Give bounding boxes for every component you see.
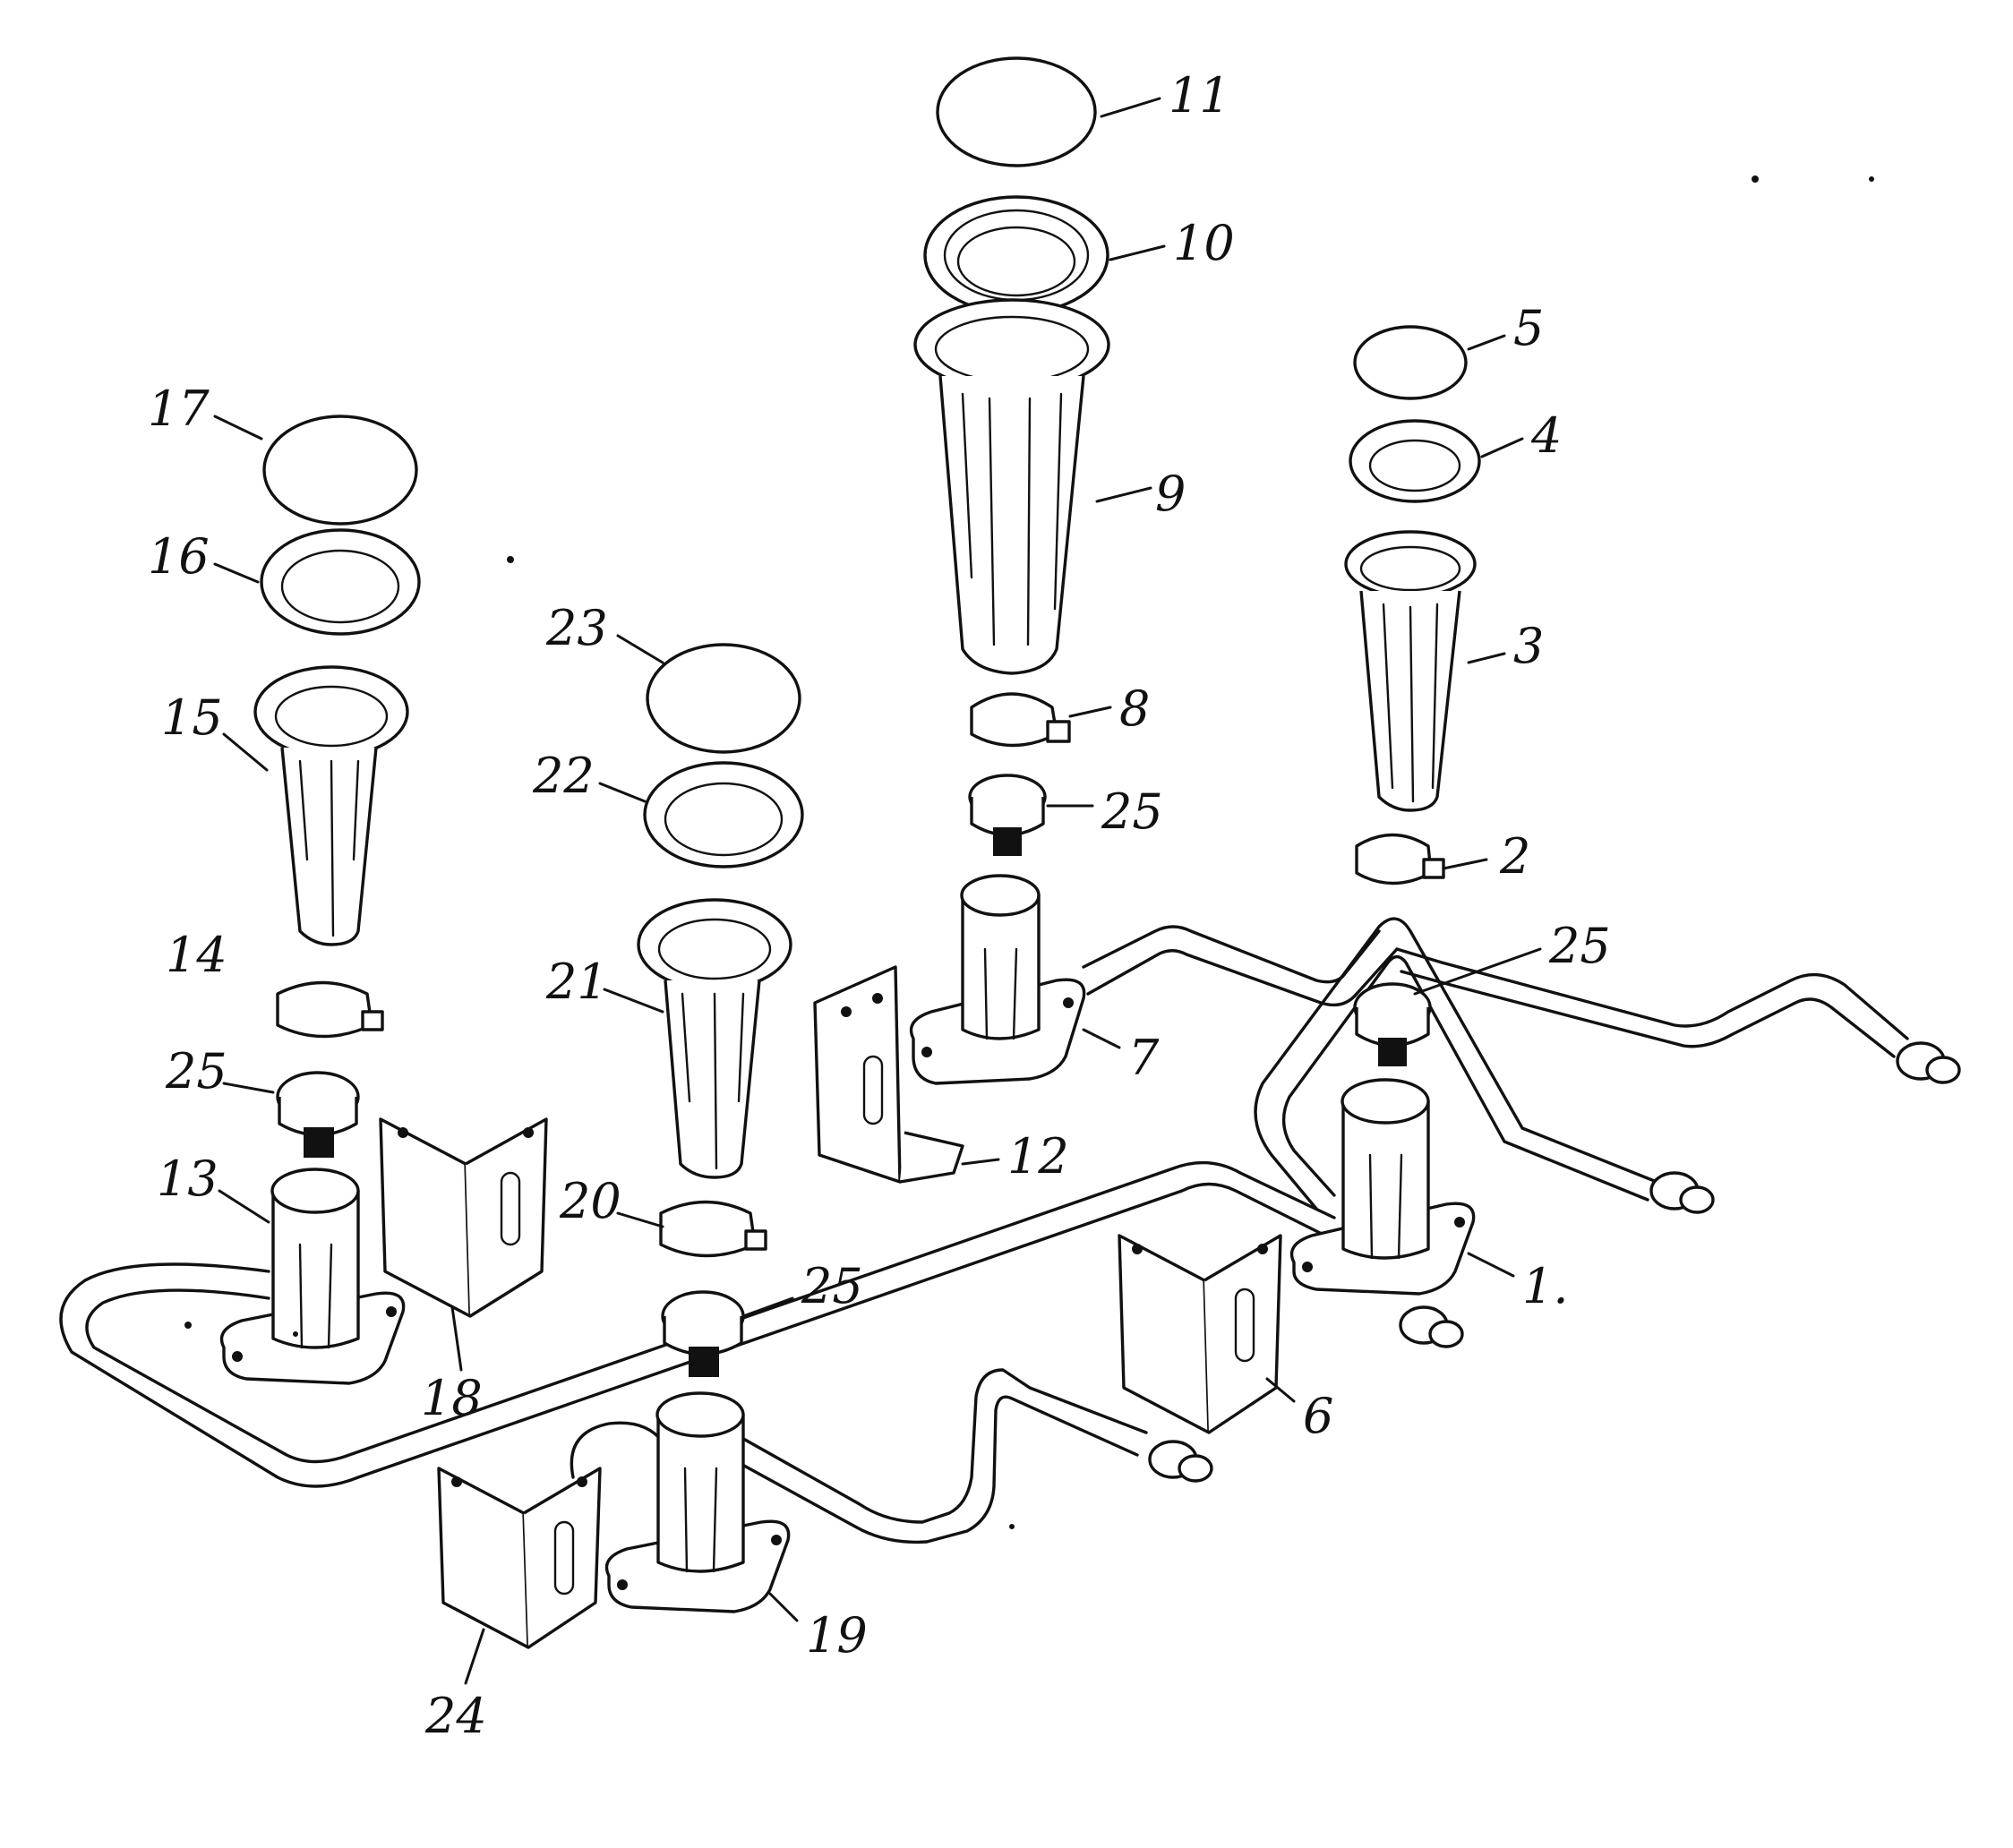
label-25-left: 25 (165, 1043, 227, 1099)
label-25-right: 25 (1548, 918, 1611, 974)
burner-tube-3 (1344, 530, 1477, 812)
label-5: 5 (1513, 300, 1544, 356)
burner-tube-9 (913, 298, 1110, 675)
mounting-bracket-12 (813, 965, 964, 1184)
label-17: 17 (148, 381, 210, 437)
leader-lines (213, 97, 1542, 1685)
nozzle-25-left (276, 1071, 360, 1158)
label-11: 11 (1169, 67, 1230, 124)
burner-base-1 (1289, 1078, 1476, 1296)
nozzle-25-front (661, 1290, 745, 1377)
pipe-end-connector (1896, 1041, 1961, 1084)
flame-spreader-10 (923, 195, 1109, 315)
burner-base-7 (909, 874, 1086, 1085)
burner-base-19 (604, 1391, 791, 1613)
label-20: 20 (559, 1173, 621, 1229)
label-22: 22 (532, 748, 595, 804)
label-23: 23 (545, 600, 608, 656)
pipe-end-connector (1148, 1440, 1213, 1483)
label-9: 9 (1155, 466, 1186, 522)
label-25-front: 25 (801, 1258, 863, 1314)
flame-spreader-22 (643, 761, 804, 868)
label-15: 15 (161, 689, 223, 746)
label-8: 8 (1119, 680, 1150, 737)
burner-tube-21 (637, 898, 792, 1179)
reference-labels: 1. 2 3 4 5 6 7 8 9 10 11 12 13 14 15 16 … (148, 67, 1611, 1744)
burner-cap-23 (646, 643, 801, 754)
gas-pipe-network (59, 917, 1961, 1544)
label-25-center: 25 (1101, 783, 1163, 840)
label-1: 1. (1522, 1258, 1569, 1314)
burner-base-13 (219, 1168, 406, 1385)
clamp-ring-2 (1355, 833, 1445, 886)
flame-spreader-4 (1349, 419, 1481, 503)
label-19: 19 (806, 1607, 868, 1664)
label-6: 6 (1303, 1388, 1333, 1444)
clamp-ring-14 (276, 980, 384, 1039)
label-13: 13 (157, 1151, 218, 1207)
burner-tube-15 (253, 665, 409, 946)
mounting-bracket-24 (437, 1467, 602, 1649)
flame-spreader-16 (260, 528, 421, 636)
pipe-end-connector (1399, 1305, 1464, 1348)
label-12: 12 (1007, 1128, 1069, 1185)
label-10: 10 (1173, 215, 1235, 271)
label-18: 18 (421, 1370, 483, 1426)
mounting-bracket-18 (379, 1117, 548, 1318)
burner-cap-11 (936, 56, 1097, 167)
label-3: 3 (1513, 618, 1544, 674)
nozzle-25-right (1353, 982, 1432, 1066)
mounting-bracket-6 (1118, 1234, 1282, 1434)
burner-cap-5 (1353, 325, 1468, 400)
label-7: 7 (1128, 1030, 1160, 1086)
label-2: 2 (1499, 828, 1530, 885)
label-16: 16 (148, 528, 210, 585)
clamp-ring-20 (659, 1200, 767, 1258)
label-4: 4 (1530, 407, 1562, 464)
label-21: 21 (545, 954, 608, 1010)
label-14: 14 (166, 927, 227, 983)
clamp-ring-8 (970, 692, 1071, 748)
label-24: 24 (424, 1688, 487, 1744)
scan-specks (184, 175, 1874, 1529)
nozzle-25-center (968, 774, 1047, 856)
burner-cap-17 (262, 415, 418, 526)
pipe-end-connector (1649, 1171, 1715, 1214)
